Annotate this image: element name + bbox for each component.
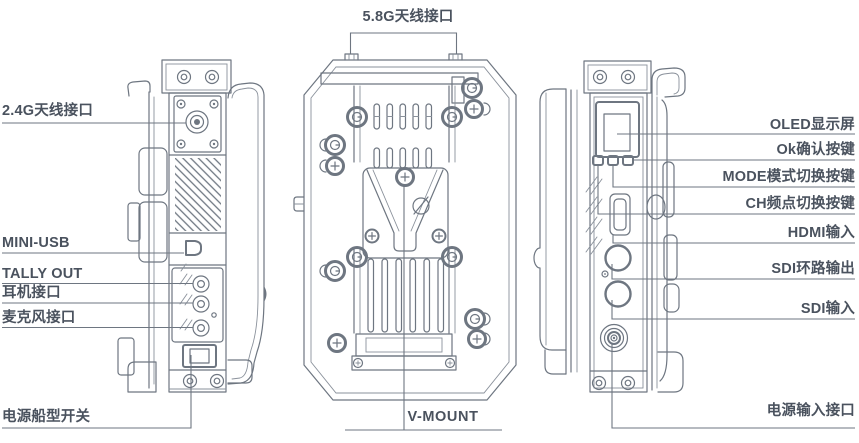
microphone-jack — [192, 319, 210, 337]
antenna-5-8g-mounts — [344, 53, 463, 61]
headphone-jack — [192, 295, 210, 313]
antenna-2-4g-connector — [185, 110, 209, 134]
left-side-view-drawing — [117, 59, 267, 393]
oled-screen — [595, 101, 640, 158]
label-ch-button: CH频点切换按键 — [745, 196, 855, 212]
v-mount-plate — [362, 167, 449, 259]
callout-leader-lines — [2, 32, 855, 431]
label-v-mount: V-MOUNT — [407, 409, 479, 425]
label-hdmi-input: HDMI输入 — [787, 225, 855, 241]
left-view-front-panel — [161, 59, 232, 393]
label-sdi-input: SDI输入 — [800, 301, 855, 317]
power-input-connector — [599, 323, 629, 353]
label-antenna-2-4g: 2.4G天线接口 — [2, 103, 94, 119]
vent-grille — [175, 158, 221, 231]
cooling-ribs — [373, 103, 433, 169]
right-view-rear-profile — [533, 88, 578, 375]
sdi-in-connector — [604, 280, 632, 308]
right-view-side-body — [646, 67, 686, 393]
right-side-view-drawing — [533, 60, 686, 393]
screw — [204, 69, 220, 85]
label-tally-out: TALLY OUT — [2, 266, 83, 282]
label-sdi-loop-out: SDI环路输出 — [771, 261, 855, 277]
power-rocker-switch — [182, 344, 217, 368]
label-mini-usb: MINI-USB — [2, 235, 70, 251]
label-ok-button: Ok确认按键 — [776, 142, 855, 158]
label-oled-display: OLED显示屏 — [769, 117, 855, 133]
mini-usb-port — [185, 240, 202, 256]
sdi-loop-out-connector — [604, 244, 632, 272]
label-mode-button: MODE模式切换按键 — [722, 169, 855, 185]
ok-button — [622, 155, 634, 166]
left-view-rear-profile — [117, 80, 168, 393]
label-mic-jack: 麦克风接口 — [2, 310, 76, 326]
label-power-rocker-switch: 电源船型开关 — [2, 409, 91, 425]
screw — [176, 69, 192, 85]
right-view-front-panel — [583, 60, 652, 393]
vent-grille — [585, 176, 603, 255]
left-view-side-body — [227, 82, 267, 385]
label-headphone-jack: 耳机接口 — [2, 285, 61, 301]
tally-out-jack — [192, 275, 210, 293]
label-antenna-5-8g: 5.8G天线接口 — [362, 9, 454, 25]
label-power-input: 电源输入接口 — [766, 403, 855, 419]
rear-view-drawing — [293, 53, 517, 401]
